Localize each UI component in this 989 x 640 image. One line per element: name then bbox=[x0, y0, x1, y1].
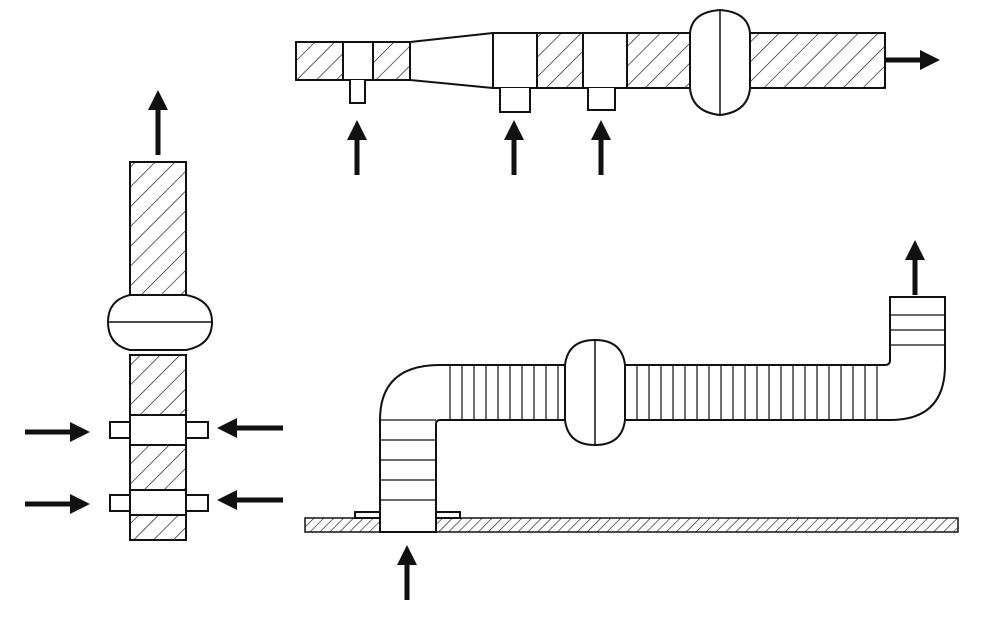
branch-stub bbox=[499, 88, 531, 113]
duct-segment-hatched bbox=[129, 354, 187, 416]
duct-segment-hatched bbox=[129, 514, 187, 541]
duct-segment-hatched bbox=[295, 41, 344, 81]
cross-fitting bbox=[129, 414, 187, 446]
inlet-ribs bbox=[380, 419, 436, 501]
duct-ribs bbox=[636, 365, 878, 420]
duct-segment-hatched bbox=[129, 161, 187, 296]
flexible-duct-assembly bbox=[304, 240, 959, 600]
cross-fitting bbox=[129, 489, 187, 516]
duct-ribs bbox=[449, 365, 559, 420]
branch-stub bbox=[185, 421, 209, 439]
top-duct-assembly bbox=[295, 8, 940, 175]
duct-segment-hatched bbox=[372, 41, 411, 81]
reducer bbox=[409, 31, 494, 90]
duct-segment-hatched bbox=[129, 444, 187, 491]
vertical-duct-assembly bbox=[25, 90, 283, 541]
branch-stub bbox=[185, 494, 209, 512]
outlet-ribs bbox=[890, 314, 945, 346]
duct-segment-hatched bbox=[749, 32, 886, 89]
duct-segment-hatched bbox=[536, 32, 584, 89]
branch-stub bbox=[349, 80, 366, 104]
elbow-inlet bbox=[379, 364, 566, 533]
branch-stub bbox=[109, 494, 131, 512]
duct-segment-hatched bbox=[626, 32, 691, 89]
tee-branch bbox=[492, 32, 538, 89]
branch-stub bbox=[587, 88, 616, 111]
floor bbox=[304, 517, 959, 533]
tee-branch bbox=[582, 32, 628, 89]
branch-stub bbox=[109, 421, 131, 439]
tee-branch bbox=[342, 41, 374, 81]
